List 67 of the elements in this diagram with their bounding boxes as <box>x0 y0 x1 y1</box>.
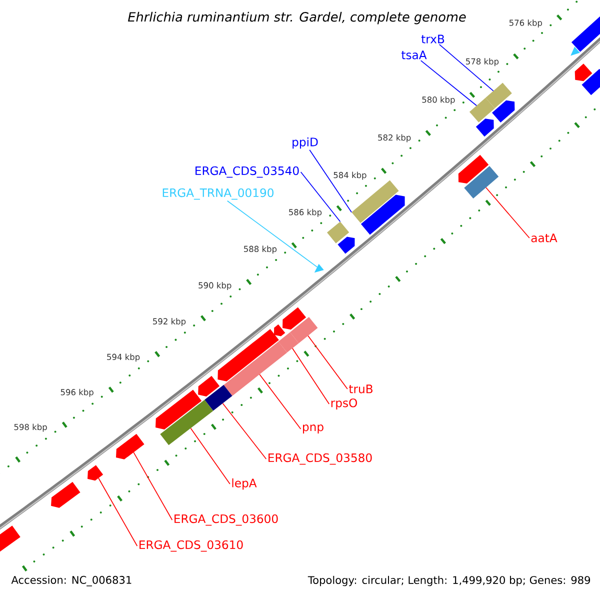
gene-bar <box>278 332 299 353</box>
gene-bar <box>327 222 350 244</box>
scale-label: 586 kbp <box>289 208 322 217</box>
gene-feature <box>88 465 104 481</box>
gene-feature <box>458 154 489 184</box>
gene-bar <box>469 98 495 122</box>
scale-label: 598 kbp <box>14 424 47 432</box>
gene-bar <box>486 82 512 108</box>
gene-label: ERGA_CDS_03610 <box>140 540 243 552</box>
scale-label: 588 kbp <box>244 246 277 254</box>
genome-stats-text: Topology: circular; Length: 1,499,920 bp; Genes: 989 <box>308 576 590 586</box>
gene-bar <box>290 317 318 344</box>
gene-label: pnp <box>303 424 324 434</box>
gene-bar <box>464 166 499 198</box>
scale-label: 596 kbp <box>60 388 94 397</box>
gene-feature <box>156 390 202 430</box>
gene-feature <box>218 328 279 382</box>
gene-feature <box>571 14 600 52</box>
gene-feature <box>582 69 600 96</box>
leader-line <box>292 348 330 404</box>
gene-bar <box>204 384 232 411</box>
leader-line <box>98 478 138 546</box>
gene-feature <box>282 307 306 330</box>
trna-marker <box>314 264 324 273</box>
gene-label: ERGA_CDS_03540 <box>196 166 299 178</box>
gene-label: lepA <box>232 478 257 490</box>
leader-line <box>486 187 530 238</box>
gene-feature <box>360 194 405 235</box>
gene-label: ppiD <box>292 137 318 149</box>
scale-label: 594 kbp <box>107 354 140 362</box>
scale-label: 584 kbp <box>334 172 366 180</box>
scale-label: 578 kbp <box>466 58 499 66</box>
gene-label: ERGA_CDS_03600 <box>174 514 278 526</box>
gene-feature <box>198 376 220 396</box>
gene-feature <box>116 434 144 460</box>
leader-line <box>309 149 352 213</box>
gene-feature <box>51 482 80 508</box>
trna-marker <box>570 46 580 56</box>
gene-label: aatA <box>531 234 558 242</box>
scale-label: 582 kbp <box>378 134 411 142</box>
gene-label: ERGA_CDS_03580 <box>268 453 372 465</box>
gene-feature <box>476 118 494 137</box>
scale-label: 580 kbp <box>422 96 455 104</box>
gene-label: trxB <box>421 34 444 44</box>
gene-label: tsaA <box>402 50 427 60</box>
leader-line <box>420 60 478 106</box>
leader-line <box>438 44 494 92</box>
leader-line <box>300 172 341 222</box>
leader-line <box>226 200 318 268</box>
gene-label: truB <box>349 384 372 394</box>
title: Ehrlichia ruminantium str. Gardel, complete genome <box>128 12 466 24</box>
gene-bar <box>224 342 288 396</box>
gene-bar <box>160 400 214 446</box>
scale-label: 576 kbp <box>509 20 542 28</box>
gene-label: ERGA_TRNA_00190 <box>162 188 274 200</box>
gene-feature <box>338 236 355 254</box>
leader-line <box>133 452 173 520</box>
leader-line <box>308 335 348 390</box>
gene-feature <box>492 100 515 122</box>
gene-feature <box>574 64 592 82</box>
leader-line <box>259 374 302 430</box>
gene-feature <box>274 324 286 336</box>
accession-text: Accession: NC_006831 <box>11 576 132 586</box>
scale-label: 590 kbp <box>198 282 232 290</box>
gene-bar <box>352 180 399 223</box>
scale-label: 592 kbp <box>153 318 186 326</box>
gene-label: rpsO <box>331 398 357 410</box>
